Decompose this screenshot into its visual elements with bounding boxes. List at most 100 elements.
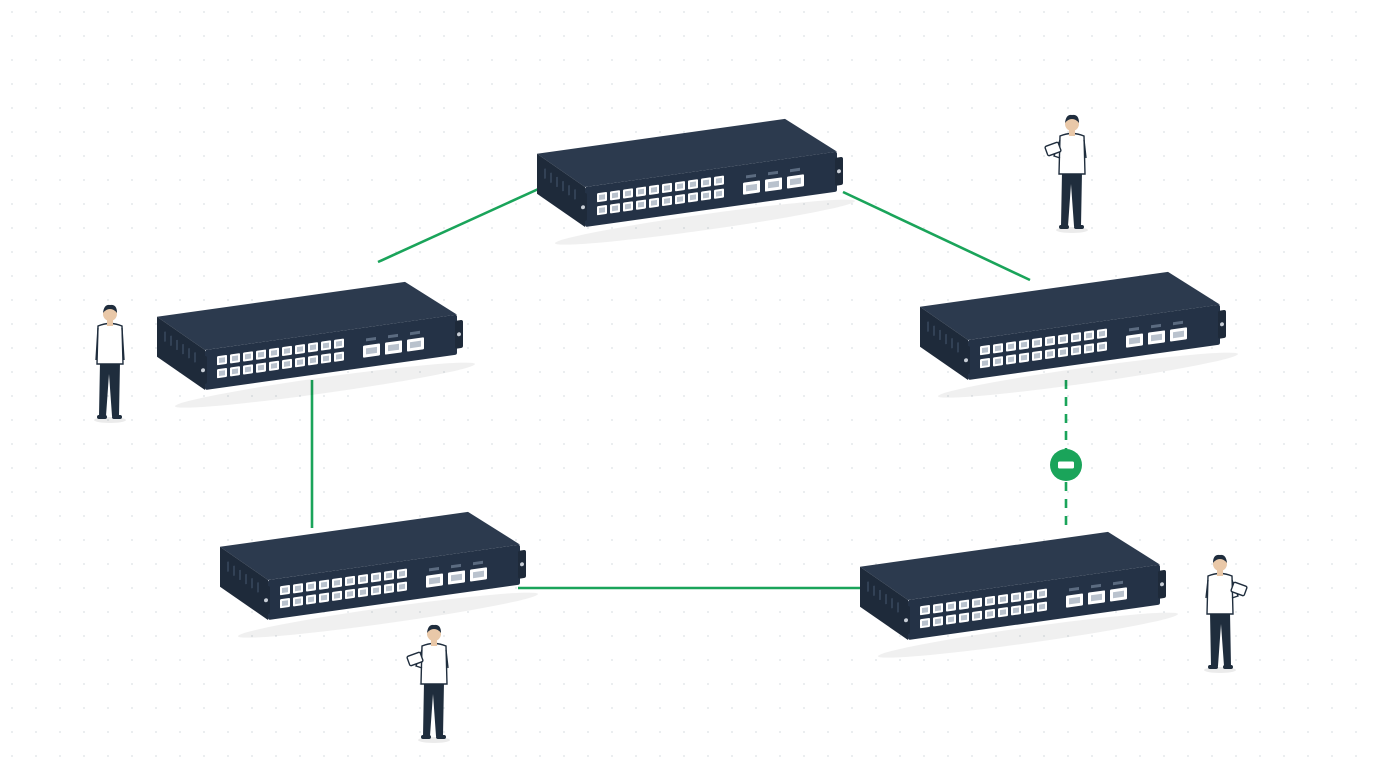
person-head [1065, 117, 1079, 131]
shoe [1223, 665, 1233, 669]
minus-circle-icon [1050, 449, 1082, 481]
port-contact [625, 203, 631, 210]
person-shirt [1058, 132, 1086, 175]
port-contact [982, 360, 988, 367]
screw-icon [1160, 582, 1164, 587]
port-contact [245, 353, 251, 360]
person-arm [121, 327, 125, 361]
screw-icon [581, 205, 585, 210]
sfp-led [768, 170, 778, 176]
port-contact [1047, 338, 1053, 344]
port-contact [987, 598, 993, 604]
port-contact [625, 190, 631, 197]
sfp-slot [1091, 593, 1102, 602]
switch-front-face [268, 544, 520, 620]
port-contact [219, 357, 225, 364]
person-shirt [96, 322, 124, 365]
port-contact [321, 581, 327, 588]
sfp-slot [1151, 333, 1162, 342]
port-contact [258, 364, 264, 371]
person-neck [431, 640, 437, 646]
sfp-led [1069, 586, 1079, 592]
person-head [427, 627, 441, 641]
shoe [97, 415, 107, 419]
shoe [112, 415, 122, 419]
port-contact [1073, 334, 1079, 341]
link-switch-left-to-switch-top [377, 184, 546, 264]
sfp-slot [768, 180, 779, 189]
port-contact [716, 177, 722, 184]
switch-left [157, 281, 475, 408]
switch-shadow [238, 592, 538, 638]
port-contact [386, 585, 392, 592]
port-contact [974, 599, 980, 606]
person-arm [445, 649, 449, 669]
port-contact [638, 188, 644, 195]
sfp-slot [410, 340, 421, 349]
person-neck [1069, 130, 1075, 136]
port-contact [982, 347, 988, 354]
port-contact [336, 353, 342, 360]
port-contact [961, 601, 967, 608]
switch-front-face [585, 151, 837, 227]
person-legs [99, 362, 120, 416]
switch-top-surface [860, 531, 1160, 600]
link-switch-top-to-switch-right [842, 190, 1031, 282]
port-contact [664, 198, 670, 204]
port-contact [334, 592, 340, 599]
sfp-slot [1069, 596, 1080, 605]
port-contact [612, 205, 618, 212]
port-contact [974, 612, 980, 619]
port-contact [321, 594, 327, 601]
port-contact [258, 351, 264, 358]
people-layer [94, 114, 1248, 743]
person-legs [423, 682, 444, 736]
port-contact [1021, 341, 1027, 348]
switch-right [920, 271, 1238, 398]
person-top-right [1044, 114, 1088, 233]
port-contact [219, 370, 225, 377]
sfp-slot [790, 177, 801, 186]
port-contact [987, 611, 993, 617]
port-contact [599, 194, 605, 201]
sfp-slot [746, 183, 757, 192]
switch-front-face [968, 304, 1220, 380]
person-arm [1205, 579, 1209, 599]
port-contact [1099, 343, 1105, 350]
switch-side-panel [157, 316, 205, 390]
port-contact [638, 201, 644, 208]
port-contact [1047, 351, 1053, 357]
switch-shadow [878, 612, 1178, 658]
shoe [421, 735, 431, 739]
person-shirt [420, 642, 448, 685]
port-contact [1026, 592, 1032, 599]
screw-icon [837, 169, 841, 174]
port-contact [232, 368, 238, 375]
port-contact [323, 355, 329, 362]
port-contact [295, 585, 301, 592]
port-contact [360, 589, 366, 596]
tablet-icon [406, 651, 424, 667]
port-contact [1013, 607, 1019, 614]
switch-top [537, 118, 855, 245]
person-head [103, 307, 117, 321]
sfp-slot [451, 573, 462, 582]
port-contact [935, 618, 941, 625]
port-contact [922, 620, 928, 627]
person-arm [1083, 139, 1087, 159]
port-contact [1034, 352, 1040, 359]
port-contact [271, 349, 277, 356]
port-contact [310, 357, 316, 364]
person-hair [427, 624, 441, 633]
person-neck [107, 320, 113, 326]
switch-top-surface [537, 118, 837, 187]
port-contact [677, 183, 683, 190]
port-contact [716, 190, 722, 197]
port-contact [308, 583, 314, 590]
switch-shadow [938, 352, 1238, 398]
port-contact [347, 578, 353, 584]
port-contact [677, 196, 683, 203]
port-contact [1008, 343, 1014, 350]
switch-side-panel [220, 546, 268, 620]
sfp-led [746, 173, 756, 179]
